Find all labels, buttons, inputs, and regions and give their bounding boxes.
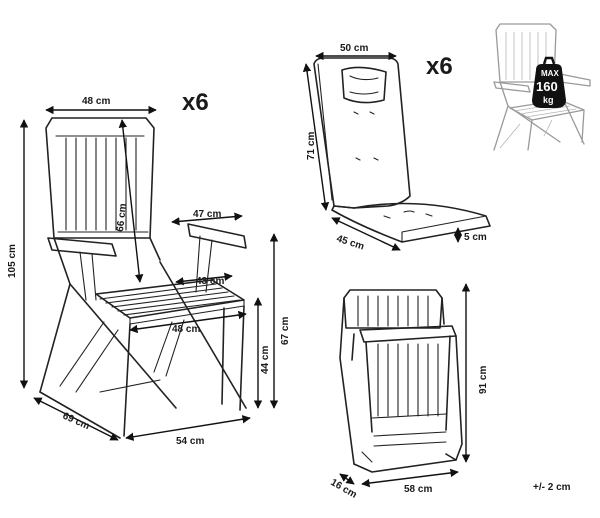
folded-chair-drawing xyxy=(339,289,463,473)
cushion-dimensions xyxy=(302,51,463,251)
weight-badge-max: MAX xyxy=(541,69,559,78)
main-chair-dimensions xyxy=(19,105,279,441)
folded-chair-dimensions xyxy=(339,283,471,488)
main-base-depth-label: 69 cm xyxy=(61,411,91,433)
cushion-width-label: 50 cm xyxy=(340,43,368,54)
weight-badge-unit: kg xyxy=(543,95,554,105)
weight-badge-value: 160 xyxy=(536,79,558,94)
main-armrest-height-label: 67 cm xyxy=(280,317,291,345)
main-armrest-length-label: 47 cm xyxy=(193,209,221,220)
folded-width-label: 58 cm xyxy=(404,484,432,495)
weight-badge: MAX 160 kg xyxy=(532,56,566,108)
folded-depth-label: 16 cm xyxy=(329,477,359,501)
main-quantity-label: x6 xyxy=(182,89,209,116)
cushion-height-label: 71 cm xyxy=(306,132,317,160)
main-back-height-label: 66 cm xyxy=(115,203,129,232)
tolerance-note: +/- 2 cm xyxy=(533,482,571,493)
cushion-thickness-label: 5 cm xyxy=(464,232,487,243)
folded-height-label: 91 cm xyxy=(478,366,489,394)
main-seat-depth-label: 43 cm xyxy=(196,276,224,287)
main-height-total-label: 105 cm xyxy=(7,244,18,278)
cushion-drawing xyxy=(313,57,491,243)
main-seat-height-label: 44 cm xyxy=(260,346,271,374)
main-seat-width-label: 48 cm xyxy=(172,324,200,335)
main-chair-drawing xyxy=(39,117,247,439)
cushion-seat-depth-label: 45 cm xyxy=(335,233,365,252)
main-base-width-label: 54 cm xyxy=(176,436,204,447)
cushion-quantity-label: x6 xyxy=(426,53,453,80)
main-width-top-label: 48 cm xyxy=(82,96,110,107)
